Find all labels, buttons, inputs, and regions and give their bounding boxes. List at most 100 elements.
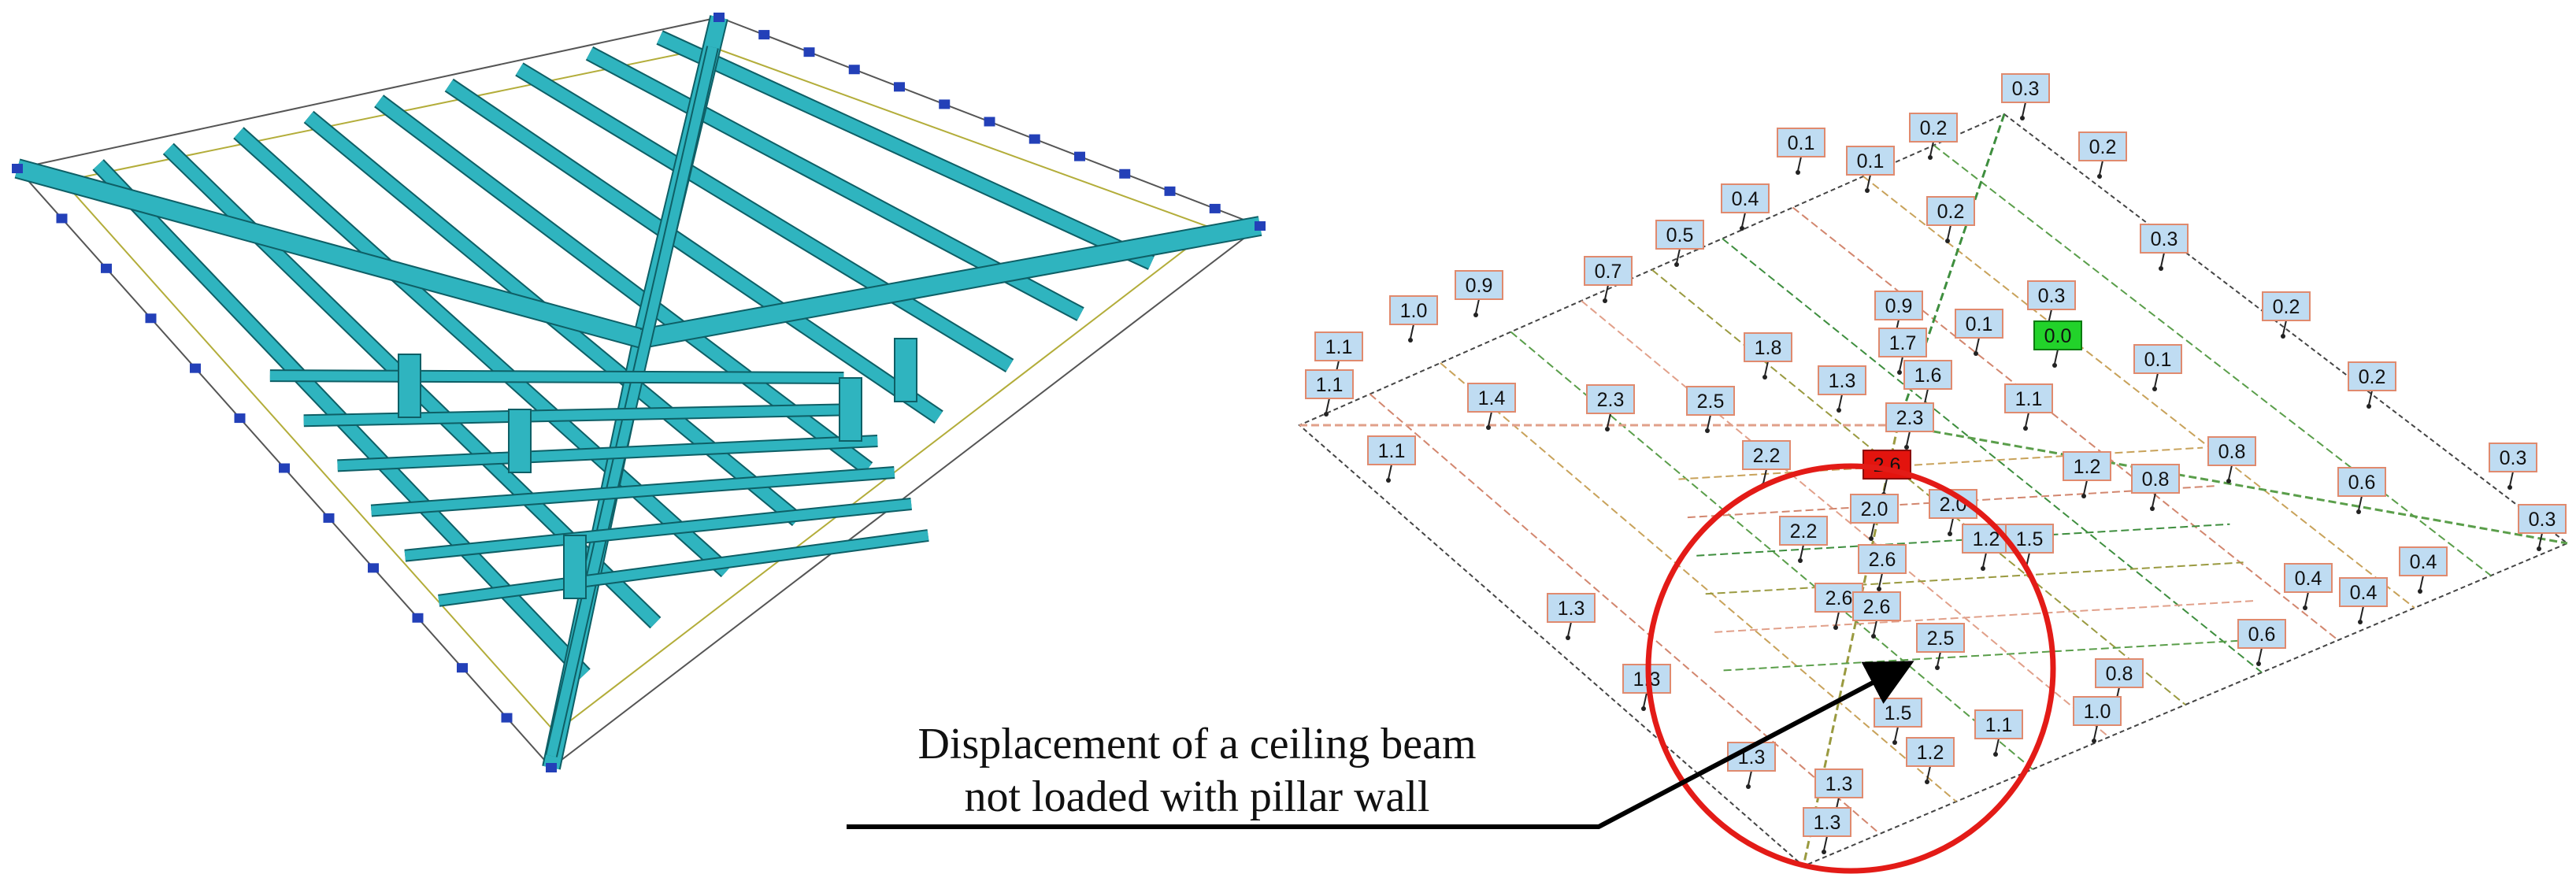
displacement-label-p27: 2.5 bbox=[1686, 386, 1735, 433]
label-box bbox=[1962, 524, 2011, 554]
label-value: 0.4 bbox=[2410, 551, 2437, 573]
label-value: 1.3 bbox=[1825, 773, 1853, 795]
label-anchor-dot bbox=[1981, 566, 1985, 571]
label-leader bbox=[1741, 212, 1746, 228]
label-box bbox=[1906, 737, 1955, 767]
label-box bbox=[2004, 383, 2053, 413]
label-anchor-dot bbox=[1904, 445, 1909, 450]
label-box bbox=[2073, 696, 2122, 726]
displacement-label-p45: 2.6 bbox=[1858, 544, 1907, 591]
displacement-label-p58: 1.1 bbox=[1974, 709, 2023, 757]
label-anchor-dot bbox=[1935, 665, 1940, 670]
label-leader bbox=[2368, 390, 2373, 406]
label-box bbox=[1874, 291, 1923, 320]
displacement-label-p30: 2.3 bbox=[1885, 402, 1934, 450]
post-3 bbox=[839, 377, 862, 442]
label-value: 1.5 bbox=[2016, 528, 2044, 550]
connector-5-1 bbox=[234, 413, 246, 424]
label-box bbox=[2207, 436, 2256, 466]
displacement-label-p24: 1.6 bbox=[1903, 360, 1952, 407]
displacement-label-p52: 0.6 bbox=[2237, 619, 2286, 666]
label-value: 2.2 bbox=[1790, 520, 1818, 543]
label-leader bbox=[1870, 522, 1875, 538]
label-anchor-dot bbox=[1705, 428, 1710, 433]
label-box bbox=[1974, 709, 2023, 739]
label-box bbox=[2284, 563, 2333, 593]
label-anchor-dot bbox=[1869, 536, 1874, 541]
displacement-label-p01: 0.3 bbox=[2001, 73, 2050, 120]
label-leader bbox=[1567, 621, 1572, 637]
displacement-label-p16: 0.0 bbox=[2033, 320, 2082, 368]
label-box bbox=[1916, 623, 1965, 653]
ceiling-joist-6 bbox=[438, 531, 929, 606]
connector-11-1 bbox=[501, 713, 513, 723]
label-box bbox=[2518, 504, 2567, 534]
displacement-label-p47: 0.4 bbox=[2339, 577, 2388, 624]
label-box bbox=[1846, 146, 1895, 176]
label-value: 2.6 bbox=[1825, 587, 1853, 609]
label-leader bbox=[1924, 388, 1929, 404]
label-leader bbox=[2054, 349, 2059, 365]
displacement-label-p26: 2.3 bbox=[1586, 384, 1635, 431]
label-box bbox=[1878, 328, 1927, 357]
label-value: 1.1 bbox=[1316, 374, 1344, 396]
label-anchor-dot bbox=[1386, 478, 1391, 483]
label-leader bbox=[1410, 324, 1414, 339]
displacement-label-p28: 1.1 bbox=[2004, 383, 2053, 431]
connector-10-0 bbox=[1164, 186, 1176, 196]
label-value: 0.3 bbox=[2012, 78, 2040, 100]
connector-8-1 bbox=[368, 563, 379, 573]
label-leader bbox=[2025, 412, 2029, 428]
label-leader bbox=[2093, 724, 2098, 740]
displacement-label-p12: 1.0 bbox=[1389, 295, 1438, 343]
beam-connectors bbox=[12, 13, 1266, 772]
displacement-label-p10: 0.7 bbox=[1584, 256, 1633, 303]
label-anchor-dot bbox=[1674, 262, 1679, 267]
member-line-0 bbox=[1933, 144, 2492, 576]
connector-6-1 bbox=[279, 463, 290, 473]
displacement-label-p37: 0.3 bbox=[2489, 443, 2537, 490]
connector-4-1 bbox=[190, 363, 201, 373]
displacement-label-p55: 0.8 bbox=[2095, 658, 2144, 705]
label-box bbox=[2140, 224, 2189, 254]
label-value: 0.6 bbox=[2248, 624, 2276, 646]
label-value: 0.4 bbox=[2295, 568, 2322, 590]
label-value: 1.2 bbox=[2074, 456, 2101, 478]
label-value: 0.4 bbox=[1732, 188, 1759, 210]
connector-4-0 bbox=[894, 82, 905, 92]
displacement-label-p07: 0.5 bbox=[1655, 220, 1704, 267]
label-leader bbox=[1926, 765, 1931, 781]
label-anchor-dot bbox=[1833, 625, 1838, 630]
label-value: 2.0 bbox=[1861, 498, 1888, 520]
displacement-label-p22: 1.1 bbox=[1305, 369, 1354, 417]
label-anchor-dot bbox=[1798, 558, 1803, 563]
member-line-8 bbox=[1369, 393, 1881, 835]
label-box bbox=[1305, 369, 1354, 399]
roof-beams bbox=[14, 15, 1262, 770]
label-value: 0.2 bbox=[2089, 136, 2117, 158]
label-leader bbox=[1707, 414, 1711, 430]
label-anchor-dot bbox=[2367, 404, 2371, 409]
label-anchor-dot bbox=[1473, 313, 1478, 317]
label-anchor-dot bbox=[1865, 188, 1870, 193]
label-leader bbox=[1475, 298, 1480, 314]
label-leader bbox=[1949, 517, 1954, 533]
connector-0-1 bbox=[12, 164, 23, 173]
displacement-label-p11: 0.9 bbox=[1455, 270, 1503, 317]
label-anchor-dot bbox=[1945, 239, 1950, 243]
connector-2-0 bbox=[803, 47, 815, 57]
label-anchor-dot bbox=[2256, 661, 2261, 666]
label-anchor-dot bbox=[1746, 784, 1751, 789]
connector-9-1 bbox=[412, 613, 424, 623]
label-anchor-dot bbox=[2097, 174, 2102, 179]
label-box bbox=[1777, 128, 1825, 157]
label-anchor-dot bbox=[1871, 634, 1876, 639]
displacement-label-p18: 1.1 bbox=[1314, 331, 1363, 379]
label-box bbox=[2337, 467, 2386, 497]
displacement-label-p40: 2.0 bbox=[1929, 489, 1977, 536]
displacement-label-p48: 0.4 bbox=[2399, 546, 2448, 594]
displacement-label-p34: 0.8 bbox=[2207, 436, 2256, 483]
label-value: 2.2 bbox=[1753, 445, 1781, 467]
label-box bbox=[1779, 516, 1828, 546]
displacement-label-p08: 0.2 bbox=[1926, 196, 1975, 243]
